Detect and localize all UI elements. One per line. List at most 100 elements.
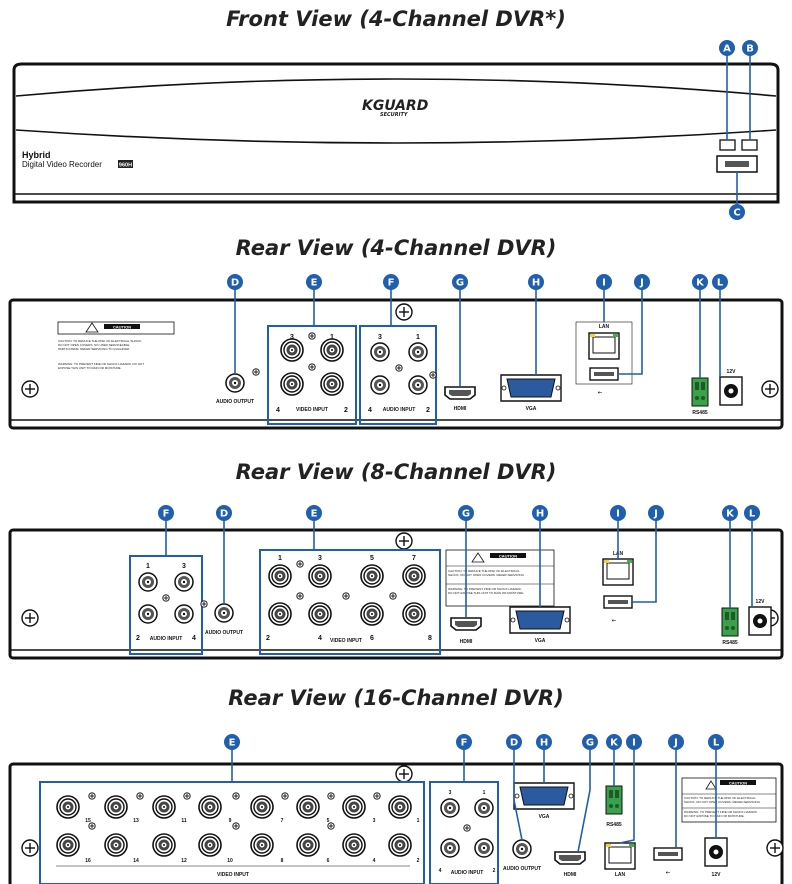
audio-input-2-8ch[interactable] [138,604,158,624]
video-input-6-8ch[interactable] [360,602,384,626]
video-input-1-8ch[interactable] [268,564,292,588]
vga-port-16ch[interactable] [513,782,575,810]
svg-text:E: E [311,509,318,520]
audio-output-4ch[interactable] [225,373,245,393]
product-badge [118,160,133,168]
video-input-5[interactable] [296,795,320,819]
video-input-8[interactable] [250,833,274,857]
video-input-1[interactable] [320,338,344,362]
audio-input-4[interactable] [370,375,390,395]
svg-text:WARNING: TO PREVENT FIRE OR SH: WARNING: TO PREVENT FIRE OR SHOCK HAZARD… [448,587,522,591]
video-input-4-8ch[interactable] [308,602,332,626]
video-input-1[interactable] [388,795,412,819]
audio-input-4-8ch[interactable] [174,604,194,624]
svg-text:13: 13 [133,818,139,824]
video-input-7[interactable] [250,795,274,819]
vga-port-8ch[interactable] [509,606,571,634]
audio-input-3-16ch[interactable] [440,798,460,818]
video-input-3[interactable] [342,795,366,819]
svg-text:VIDEO INPUT: VIDEO INPUT [296,407,328,413]
svg-text:D: D [510,738,518,749]
rear16-panel: 15 13 11 9 7 5 3 1 16 14 12 10 8 6 4 2 V… [8,762,784,884]
svg-text:CAUTION: TO REDUCE THE RISK OF: CAUTION: TO REDUCE THE RISK OF ELECTRICA… [684,796,756,800]
audio-input-1-8ch[interactable] [138,572,158,592]
svg-text:HDMI: HDMI [564,872,577,878]
svg-text:12V: 12V [727,369,737,375]
callout-g-8ch [458,505,474,521]
video-input-8-8ch[interactable] [402,602,426,626]
audio-output-16ch[interactable] [512,839,532,859]
rs485-terminal-16ch[interactable] [605,785,623,815]
audio-output-8ch[interactable] [214,603,234,623]
vga-port-4ch[interactable] [500,374,562,402]
video-input-16[interactable] [56,833,80,857]
audio-input-4-16ch[interactable] [440,838,460,858]
svg-text:PARTS INSIDE. REFER SERVICING: PARTS INSIDE. REFER SERVICING TO QUALIFI… [58,347,130,351]
usb-port-4ch[interactable] [589,367,619,381]
usb-port-16ch[interactable] [653,847,683,861]
callout-j-4ch [634,274,650,290]
audio-input-3[interactable] [370,342,390,362]
caution-label-4ch: CAUTION CAUTION: TO REDUCE THE RISK OF E… [57,321,175,370]
svg-text:J: J [639,278,644,289]
power-input-16ch[interactable] [704,837,728,867]
video-input-4[interactable] [342,833,366,857]
video-input-4[interactable] [280,372,304,396]
svg-text:14: 14 [133,858,139,864]
video-input-6[interactable] [296,833,320,857]
svg-text:⇠: ⇠ [666,870,671,876]
product-label-hybrid: Hybrid [22,150,51,160]
video-input-11[interactable] [152,795,176,819]
video-input-7-8ch[interactable] [402,564,426,588]
callout-badges: A B C D E F G H I J K L F D E G H I [158,40,760,750]
video-input-2[interactable] [388,833,412,857]
svg-text:AUDIO OUTPUT: AUDIO OUTPUT [205,630,243,636]
svg-text:HDMI: HDMI [460,639,473,645]
rs485-terminal-4ch[interactable] [691,377,709,407]
callout-l-16ch [708,734,724,750]
audio-input-2-16ch[interactable] [474,838,494,858]
video-input-2[interactable] [320,372,344,396]
hdmi-port-16ch[interactable] [554,851,586,865]
svg-text:3: 3 [318,555,322,562]
rear8-view-title: Rear View (8-Channel DVR) [235,460,557,484]
svg-text:8: 8 [281,858,284,864]
callout-a [719,40,735,56]
video-input-10[interactable] [198,833,222,857]
video-input-3-8ch[interactable] [308,564,332,588]
svg-text:AUDIO OUTPUT: AUDIO OUTPUT [216,399,254,405]
svg-text:5: 5 [370,555,374,562]
power-led [719,139,736,151]
hdmi-port-8ch[interactable] [450,617,482,631]
svg-text:VGA: VGA [539,814,550,820]
video-input-13[interactable] [104,795,128,819]
lan-port-16ch[interactable] [604,842,636,870]
usb-port-8ch[interactable] [603,595,633,609]
rear4-view-title: Rear View (4-Channel DVR) [235,236,557,260]
hdmi-port-4ch[interactable] [444,386,476,400]
svg-text:LAN: LAN [599,324,610,330]
svg-text:7: 7 [281,818,284,824]
svg-text:⇠: ⇠ [612,618,617,624]
video-input-9[interactable] [198,795,222,819]
rs485-terminal-8ch[interactable] [721,607,739,637]
video-input-15[interactable] [56,795,80,819]
video-input-12[interactable] [152,833,176,857]
video-input-5-8ch[interactable] [360,564,384,588]
lan-port-8ch[interactable] [602,558,634,586]
video-input-14[interactable] [104,833,128,857]
svg-text:EXPOSE THIS UNIT TO RAIN OR MO: EXPOSE THIS UNIT TO RAIN OR MOISTURE. [58,366,122,370]
audio-input-1-16ch[interactable] [474,798,494,818]
svg-text:HDMI: HDMI [454,406,467,412]
video-input-3[interactable] [280,338,304,362]
svg-text:4: 4 [368,407,372,414]
power-input-4ch[interactable] [719,376,743,406]
svg-text:L: L [749,509,756,520]
audio-input-2[interactable] [408,375,428,395]
video-input-2-8ch[interactable] [268,602,292,626]
svg-text:E: E [229,738,236,749]
audio-input-1[interactable] [408,342,428,362]
audio-input-3-8ch[interactable] [174,572,194,592]
lan-port-4ch[interactable] [588,332,620,360]
power-input-8ch[interactable] [748,606,772,636]
